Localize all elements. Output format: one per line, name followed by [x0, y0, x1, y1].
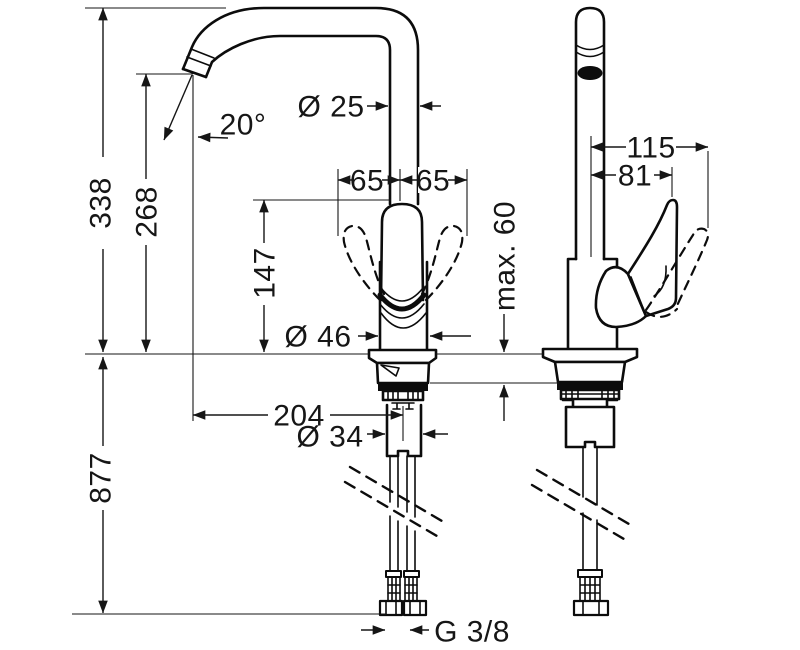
dim-shank-diameter: Ø 34 [296, 421, 448, 454]
dim-phi46-label: Ø 46 [284, 321, 351, 354]
front-spout [181, 6, 420, 206]
side-supply-hose [530, 446, 636, 617]
front-base [367, 348, 438, 458]
dim-hose-length: 877 [85, 356, 118, 614]
dim-phi34-label: Ø 34 [296, 421, 363, 454]
dim-handle-height: 147 [248, 199, 391, 353]
side-spout-outlet [577, 66, 603, 80]
dim-spout-diameter: Ø 25 [297, 91, 441, 124]
dim-handle-swing: 65 65 [337, 165, 468, 236]
dim-20deg-label: 20° [220, 109, 267, 142]
side-handle [594, 198, 679, 329]
front-handle [377, 202, 427, 329]
dim-115-label: 115 [626, 132, 675, 165]
dim-spout-angle: 20° [163, 74, 267, 421]
dim-connection-thread: G 3/8 [361, 616, 510, 649]
dim-65-right-label: 65 [416, 165, 450, 198]
dim-338-label: 338 [85, 177, 118, 229]
dim-max-deck-thickness: max. 60 [430, 201, 559, 421]
dim-268-label: 268 [131, 186, 164, 238]
dim-phi25-label: Ø 25 [297, 91, 364, 124]
dim-height-spout: 268 [130, 73, 193, 353]
dim-max60-label: max. 60 [489, 201, 522, 311]
side-base [541, 347, 639, 449]
front-supply-hoses [343, 455, 449, 617]
dim-877-label: 877 [85, 452, 118, 504]
dimensions: 338 268 877 147 20° [72, 7, 709, 649]
dim-height-overall: 338 [85, 7, 118, 353]
dim-projection-total: 115 [590, 132, 709, 257]
dim-body-diameter: Ø 46 [284, 321, 471, 354]
side-spout-pipe [574, 6, 606, 261]
front-handle-swing-right [420, 224, 464, 302]
side-handle-raised-dashed [644, 227, 710, 318]
front-body [378, 260, 429, 352]
dim-147-label: 147 [249, 247, 282, 299]
dim-204-label: 204 [273, 400, 325, 433]
dim-65-left-label: 65 [350, 165, 384, 198]
dim-g38-label: G 3/8 [434, 616, 510, 649]
dim-reach: 204 [192, 400, 404, 441]
side-view [530, 6, 710, 617]
dim-projection-handle: 81 [590, 160, 673, 197]
front-handle-swing-left [342, 224, 386, 302]
dim-81-label: 81 [618, 160, 652, 193]
front-view [181, 6, 464, 617]
